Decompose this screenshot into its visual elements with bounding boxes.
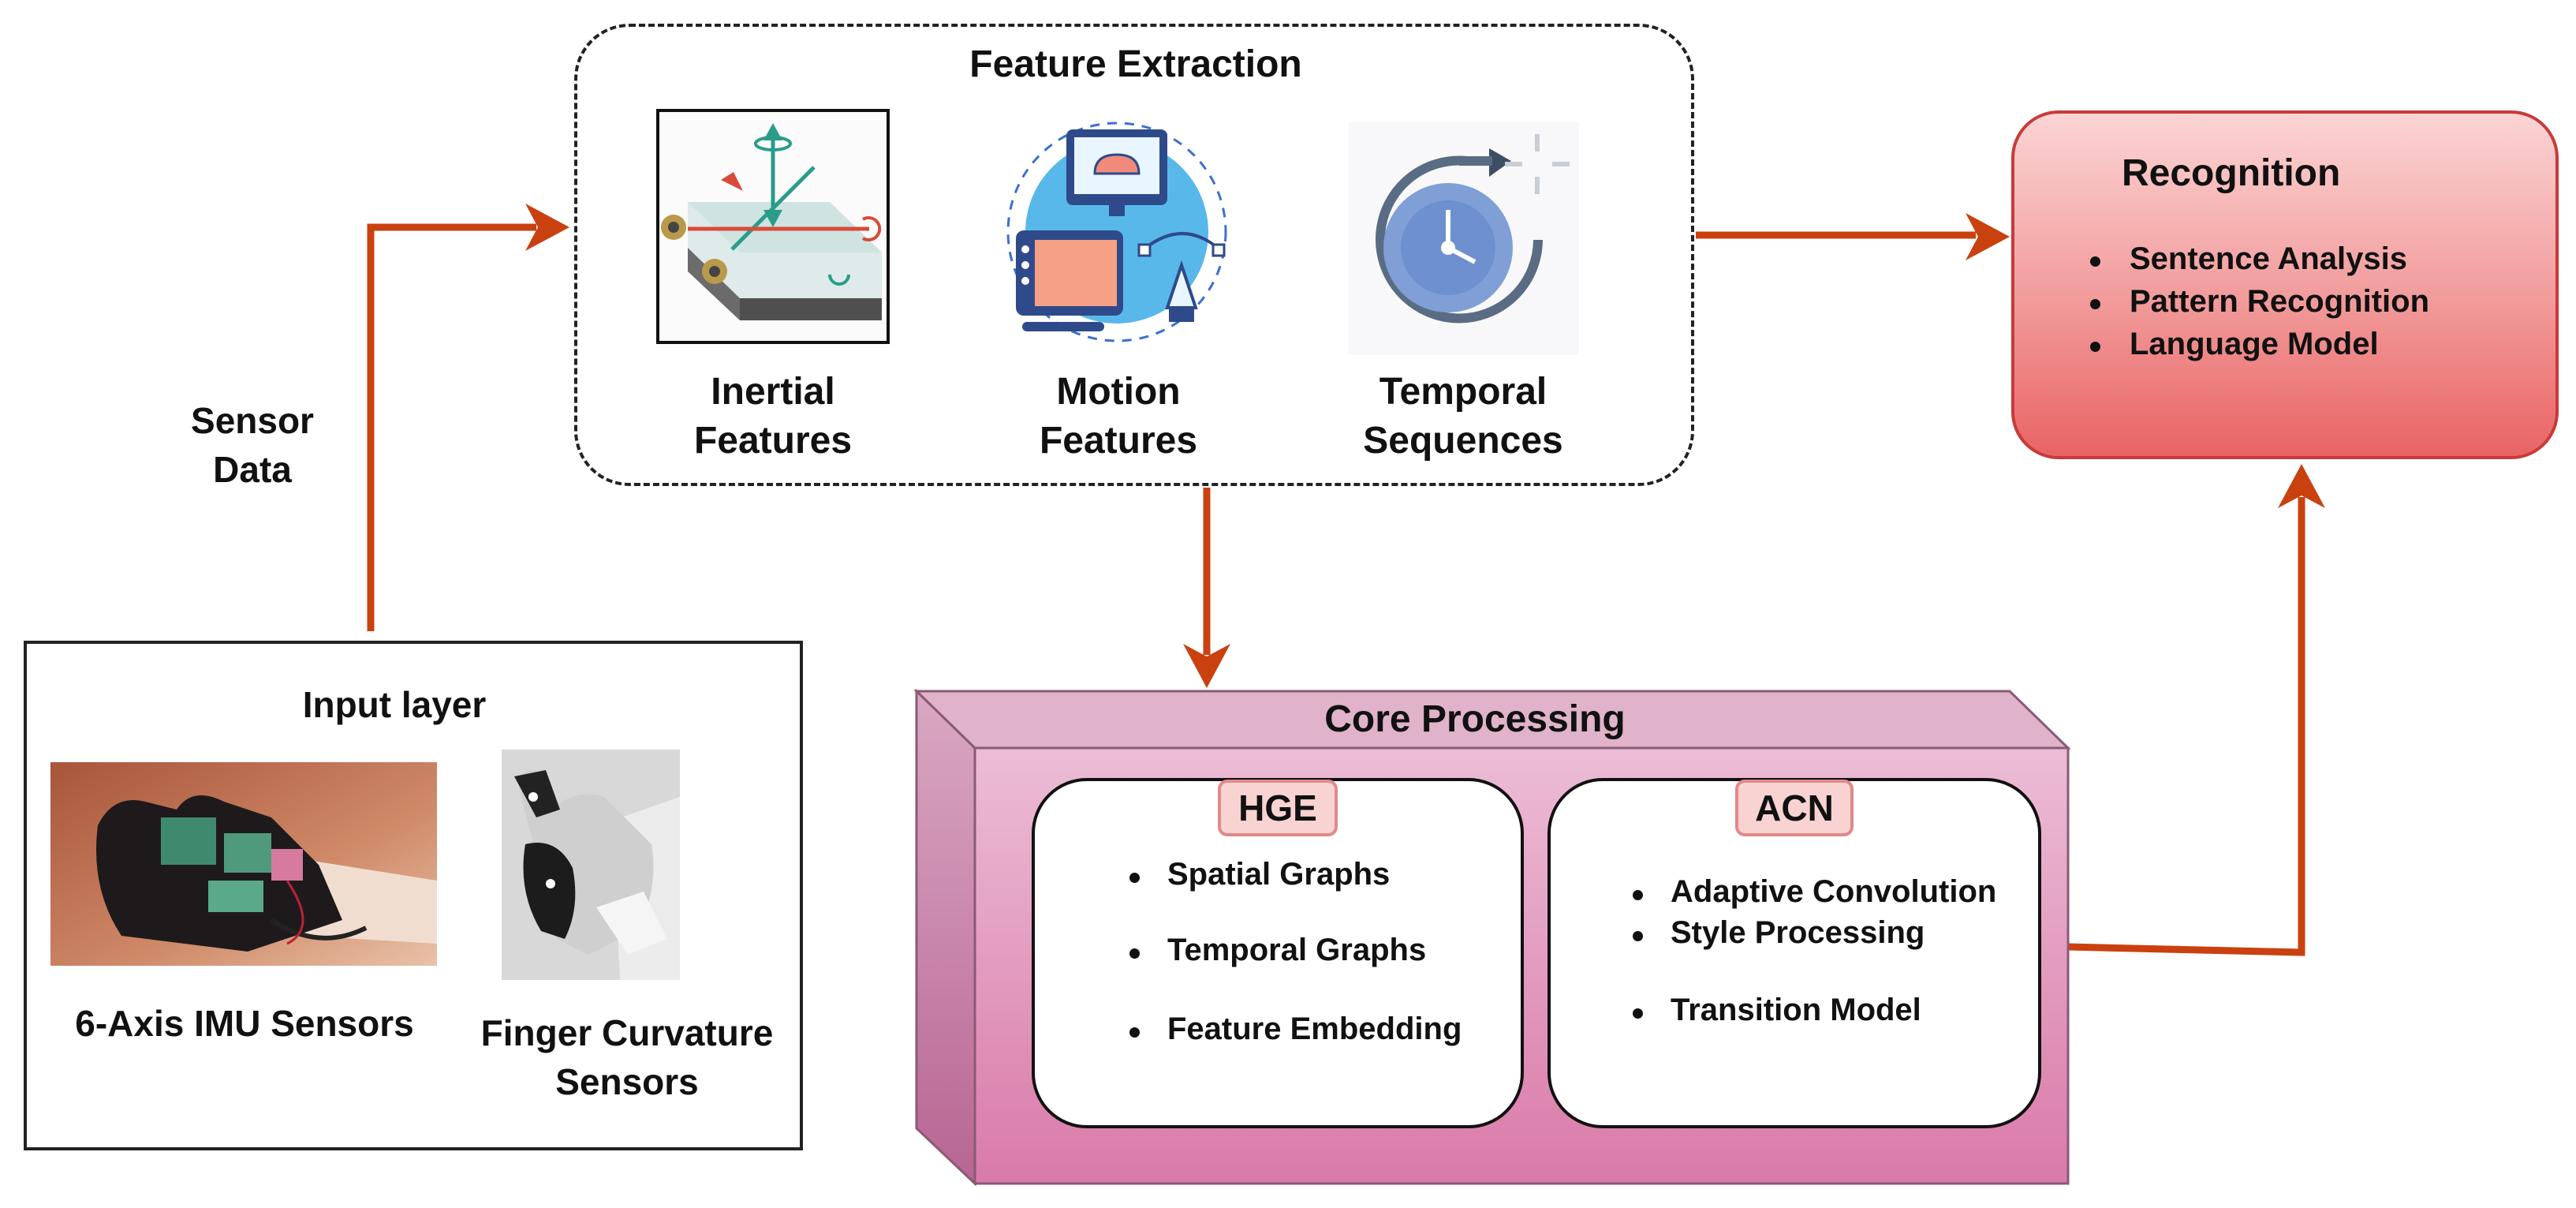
finger-curvature-line1: Finger Curvature <box>480 1012 774 1053</box>
arrowhead-recognition-bottom <box>2278 464 2325 508</box>
acn-item-2: Style Processing <box>1671 915 1925 950</box>
core-processing-title: Core Processing <box>1324 698 1626 740</box>
finger-curvature-label: Finger Curvature Sensors <box>457 1008 797 1106</box>
finger-curvature-line2: Sensors <box>555 1061 699 1102</box>
temporal-line1: Temporal <box>1379 371 1547 413</box>
recognition-item-1: Sentence Analysis <box>2130 241 2408 276</box>
hge-card <box>1032 778 1524 1128</box>
motion-line1: Motion <box>1056 371 1181 413</box>
temporal-sequences-label: Temporal Sequences <box>1333 368 1593 466</box>
acn-bullet-2 <box>1633 931 1643 941</box>
sensor-data-label: Sensor Data <box>158 396 347 494</box>
motion-features-label: Motion Features <box>992 368 1245 466</box>
acn-card <box>1547 778 2041 1128</box>
arrowhead-recognition <box>1966 213 2010 260</box>
recognition-bullet-2 <box>2090 299 2100 309</box>
hge-bullet-1 <box>1129 873 1140 883</box>
acn-tag: ACN <box>1735 780 1854 836</box>
inertial-features-label: Inertial Features <box>647 368 899 466</box>
motion-line2: Features <box>1039 420 1198 462</box>
motion-design-icon <box>1000 115 1234 349</box>
acn-item-1: Adaptive Convolution <box>1671 874 1997 909</box>
temporal-line2: Sequences <box>1363 420 1563 462</box>
sensor-data-line1: Sensor <box>191 400 314 441</box>
inertial-line2: Features <box>693 420 853 462</box>
recognition-item-3: Language Model <box>2130 327 2379 361</box>
core-side-face <box>915 688 976 1187</box>
clock-cycle-icon <box>1349 122 1579 355</box>
imu-glove-image <box>50 762 437 966</box>
recognition-bullet-1 <box>2090 256 2100 267</box>
arrowhead-features <box>525 204 569 251</box>
feature-extraction-box <box>574 24 1694 486</box>
arrow-input-to-features <box>367 223 536 631</box>
hge-tag: HGE <box>1218 780 1338 836</box>
arrowhead-core <box>1183 644 1230 688</box>
hge-item-1: Spatial Graphs <box>1167 857 1391 892</box>
inertial-line1: Inertial <box>711 371 835 413</box>
hge-bullet-2 <box>1129 948 1140 959</box>
feature-extraction-title: Feature Extraction <box>969 43 1302 85</box>
sensor-data-line2: Data <box>213 449 292 490</box>
recognition-bullet-3 <box>2090 342 2100 352</box>
arrow-core-to-recognition <box>2067 497 2305 956</box>
acn-bullet-3 <box>1633 1008 1643 1019</box>
input-layer-title: Input layer <box>302 684 487 725</box>
acn-item-3: Transition Model <box>1671 993 1921 1027</box>
finger-curvature-glove-image <box>502 750 680 980</box>
recognition-item-2: Pattern Recognition <box>2130 284 2430 319</box>
inertial-axes-icon <box>656 109 890 344</box>
hge-bullet-3 <box>1129 1027 1140 1038</box>
hge-item-3: Feature Embedding <box>1167 1012 1462 1046</box>
acn-bullet-1 <box>1633 890 1643 900</box>
recognition-box <box>2011 110 2559 459</box>
recognition-title: Recognition <box>2122 152 2341 194</box>
imu-sensors-label: 6-Axis IMU Sensors <box>75 1003 414 1044</box>
hge-item-2: Temporal Graphs <box>1167 933 1427 967</box>
